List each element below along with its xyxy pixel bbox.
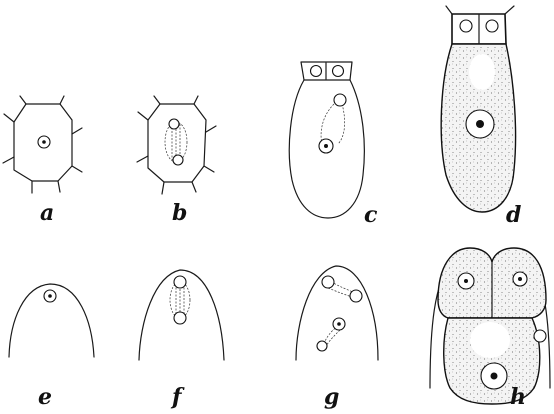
panel-b-cell <box>137 96 216 194</box>
panel-e-cell <box>9 284 94 357</box>
panel-label-b: b <box>172 200 187 226</box>
panel-label-a: a <box>40 200 54 226</box>
panel-d-cell <box>441 6 515 212</box>
panel-label-e: e <box>38 384 52 410</box>
panel-c-cell <box>289 62 364 218</box>
panel-label-h: h <box>510 384 526 410</box>
panel-label-f: f <box>170 384 185 410</box>
panel-g-cell <box>296 266 378 360</box>
panel-a-cell <box>3 96 82 193</box>
panel-label-d: d <box>506 202 521 228</box>
panel-h-cell <box>430 248 550 404</box>
panel-f-cell <box>139 270 224 360</box>
panel-label-c: c <box>364 202 378 228</box>
panel-label-g: g <box>324 384 339 410</box>
